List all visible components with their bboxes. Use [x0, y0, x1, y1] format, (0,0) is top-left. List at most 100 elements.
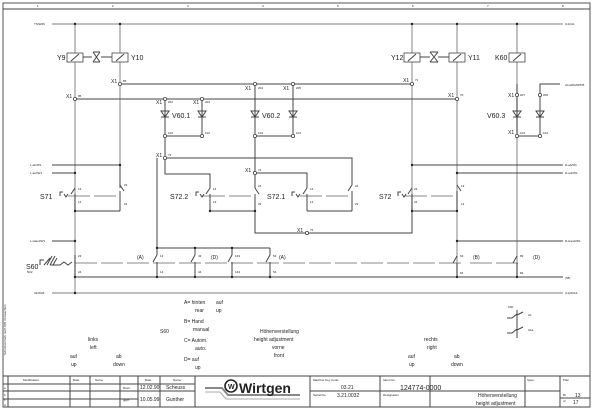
- terminal-number: 74: [258, 168, 262, 172]
- schematic-text: A= hinten: [184, 300, 205, 306]
- schematic-text: 14: [310, 187, 314, 191]
- schematic-text: (D): [211, 255, 218, 261]
- ref-label: R-Hand/W1: [565, 239, 581, 243]
- schematic-text: 13: [575, 393, 581, 399]
- schematic-text: A1a: [528, 328, 534, 332]
- schematic-text: a: [4, 386, 6, 390]
- relay-k60[interactable]: K60: [495, 52, 526, 63]
- x1-label: X1: [245, 168, 251, 174]
- cross-ref: ALLE5A6P/D5: [565, 83, 585, 87]
- terminal-number: 104: [520, 131, 525, 135]
- schematic-text: Name: [173, 378, 181, 382]
- x1-label: X1: [66, 94, 72, 100]
- switch-s72-label[interactable]: S72: [379, 194, 392, 201]
- schematic-text: 3.21.0032: [337, 393, 359, 399]
- schematic-text: 24: [78, 270, 82, 274]
- schematic-text: A1: [528, 313, 532, 317]
- label: Y9: [57, 55, 66, 62]
- schematic-text: down: [113, 362, 125, 368]
- terminal-number: 207: [520, 93, 525, 97]
- label: Y10: [131, 55, 144, 62]
- svg-text:W: W: [228, 384, 235, 391]
- schematic-text: of: [563, 399, 566, 403]
- schematic-text: auto.: [195, 346, 206, 352]
- protection-note: Schutzvermerk nach DIN 34 beachten: [3, 304, 7, 355]
- terminal-number: 102: [205, 131, 210, 135]
- x1-label: X1: [448, 93, 454, 99]
- bus-label: 31/W26: [34, 291, 45, 295]
- schematic-text: 14: [461, 202, 465, 206]
- schematic-text: Date: [73, 378, 80, 382]
- schematic-text: ab: [116, 354, 122, 360]
- schematic-text: S60: [160, 329, 169, 335]
- terminal-number: 104: [543, 131, 548, 135]
- schematic-text: left: [90, 345, 97, 351]
- schematic-text: 53: [273, 254, 277, 258]
- schematic-text: Machine Key Code: [313, 378, 339, 382]
- schematic-text: (B): [473, 255, 480, 261]
- schematic-text: C= Autom.: [184, 338, 207, 344]
- terminal-number: 86: [123, 79, 127, 83]
- junction-dots: [73, 22, 519, 295]
- column-number: 5: [337, 4, 339, 8]
- schematic-text: front: [274, 353, 285, 359]
- schematic-text: 23: [78, 254, 82, 258]
- terminal-number: 202: [168, 100, 173, 104]
- x1-label: X1: [283, 86, 289, 92]
- schematic-text: height adjustment: [476, 401, 516, 407]
- ref-label: L-ab/W1: [30, 163, 42, 167]
- schematic-text: 10.05.99: [140, 397, 160, 403]
- x1-label: X1: [403, 78, 409, 84]
- schematic-text: 24: [414, 200, 418, 204]
- schematic-text: links: [88, 337, 99, 343]
- schematic-text: B= Hand: [184, 319, 204, 325]
- bus-label: TS/W26: [34, 22, 45, 26]
- schematic-text: 23: [124, 183, 128, 187]
- terminal-number: 85: [78, 94, 82, 98]
- switch-s72-2-label[interactable]: S72.2: [170, 194, 188, 201]
- schematic-text: Wirtgen: [239, 380, 291, 396]
- diode-v60-3-label: V60.3: [487, 113, 505, 120]
- switch-s71-label[interactable]: S71: [40, 194, 53, 201]
- schematic-text: 13: [461, 184, 465, 188]
- schematic-text: 43: [198, 254, 202, 258]
- schematic-text: 83: [520, 254, 524, 258]
- switch-s60-label[interactable]: S60: [26, 264, 39, 271]
- column-number: 4: [262, 4, 264, 8]
- schematic-text: auf: [70, 354, 78, 360]
- x1-label: X1: [508, 93, 514, 99]
- coil-y12[interactable]: Y12: [391, 52, 421, 63]
- ref-label: R-ab/W1: [565, 163, 577, 167]
- label: Y11: [468, 55, 480, 62]
- schematic-text: 163: [235, 254, 240, 258]
- schematic-text: Höhenverstellung: [478, 393, 517, 399]
- coil-y9[interactable]: Y9: [57, 52, 84, 63]
- x1-label: X1: [193, 100, 199, 106]
- power-bus-top: TS/W26 (11)/A1: [34, 22, 575, 26]
- schematic-text: Name: [95, 378, 103, 382]
- schematic-text: 14: [78, 200, 82, 204]
- ref-label: L-auf/W1: [30, 171, 43, 175]
- schematic-text: 24: [124, 202, 128, 206]
- schematic-text: Serial-No.: [313, 393, 327, 397]
- schematic-text: down: [451, 362, 463, 368]
- switch-contacts: [39, 184, 518, 277]
- schematic-text: 24: [258, 184, 262, 188]
- schematic-text: ab: [454, 354, 460, 360]
- coil-y11[interactable]: Y11: [448, 52, 480, 63]
- schematic-text: up: [409, 362, 415, 368]
- schematic-text: auf: [216, 300, 224, 306]
- column-number: 2: [112, 4, 114, 8]
- schematic-text: 24: [355, 184, 359, 188]
- schematic-text: 14: [213, 187, 217, 191]
- schematic-text: Bl.: [563, 393, 567, 397]
- terminal-number: 203: [205, 100, 210, 104]
- label: Y12: [391, 55, 404, 62]
- terminal-number: 70: [460, 93, 464, 97]
- coil-y10[interactable]: Y10: [111, 52, 144, 63]
- switch-s72-1-label[interactable]: S72.1: [267, 194, 285, 201]
- schematic-text: 23: [258, 202, 262, 206]
- column-number: 7: [487, 4, 489, 8]
